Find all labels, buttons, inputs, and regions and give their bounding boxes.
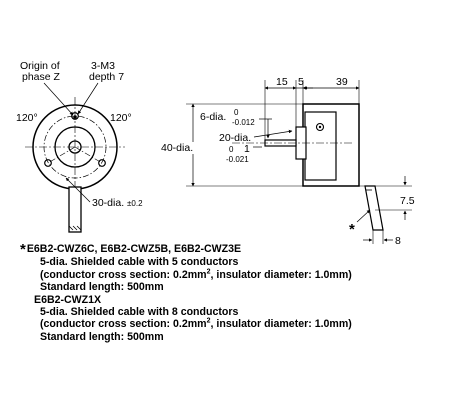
m3-label-line2: depth 7	[89, 71, 124, 83]
mounting-hole-top	[71, 112, 79, 120]
cable-asterisk-leader	[356, 209, 371, 223]
cable-notes: *E6B2-CWZ6C, E6B2-CWZ5B, E6B2-CWZ3E 5-di…	[20, 241, 445, 343]
dim-1-label: 1	[244, 143, 250, 155]
boss-tol-upper: 0	[229, 145, 234, 154]
radial-line-left	[47, 146, 76, 164]
dim-8-label: 8	[395, 235, 401, 247]
radial-line-right	[74, 146, 103, 164]
cable-side	[364, 185, 384, 231]
standard-length-2: Standard length: 500mm	[40, 330, 164, 343]
dim-7-5-label: 7.5	[400, 195, 415, 207]
dim-15-label: 15	[276, 76, 288, 88]
pcd-label: 30-dia.	[92, 197, 124, 209]
conductor-spec-1: (conductor cross section: 0.2mm2, insula…	[40, 268, 352, 281]
mounting-hole-right	[98, 159, 106, 167]
model-group-1: *E6B2-CWZ6C, E6B2-CWZ5B, E6B2-CWZ3E	[20, 241, 445, 258]
shaft-tol-upper: 0	[234, 108, 239, 117]
origin-leader	[43, 82, 74, 116]
pcd-leader	[65, 177, 91, 203]
angle-right-label: 120°	[110, 112, 132, 124]
dim-39-label: 39	[336, 76, 348, 88]
origin-label-line2: phase Z	[22, 71, 61, 83]
pcd-tolerance: ±0.2	[127, 199, 143, 208]
boss-dia-label: 20-dia.	[219, 132, 251, 144]
side-view: 15 5 39 6-dia. 0 -0.012 20-dia. 0 -0.021…	[161, 76, 415, 247]
shaft-tol-lower: -0.012	[232, 118, 255, 127]
cable-spec-2: 5-dia. Shielded cable with 8 conductors	[40, 306, 239, 319]
boss-tol-lower: -0.021	[226, 155, 249, 164]
m3-label-line1: 3-M3	[91, 60, 115, 72]
phase-z-origin-mark	[73, 115, 77, 119]
conductor-spec-2: (conductor cross section: 0.2mm2, insula…	[40, 317, 352, 331]
angle-left-label: 120°	[16, 112, 38, 124]
mounting-hole-left	[44, 159, 52, 167]
model-group-1-text: E6B2-CWZ6C, E6B2-CWZ5B, E6B2-CWZ3E	[26, 243, 242, 255]
front-view: Origin of phase Z 3-M3 depth 7 120° 120°…	[16, 60, 143, 233]
origin-label-line1: Origin of	[20, 60, 60, 72]
shaft-dia-label: 6-dia.	[200, 111, 226, 123]
cable-spec-1: 5-dia. Shielded cable with 5 conductors	[40, 256, 239, 269]
m3-leader	[77, 82, 99, 115]
dim-5-label: 5	[298, 76, 304, 88]
note-asterisk: *	[20, 241, 26, 258]
standard-length-1: Standard length: 500mm	[40, 281, 164, 294]
body-dia-label: 40-dia.	[161, 142, 193, 154]
cable-front	[68, 186, 82, 233]
boss-dia-leader	[253, 129, 293, 138]
mount-screw-side	[315, 122, 325, 132]
cable-asterisk: *	[349, 221, 355, 238]
model-group-2: E6B2-CWZ1X	[34, 293, 102, 306]
connector-block	[304, 111, 337, 181]
